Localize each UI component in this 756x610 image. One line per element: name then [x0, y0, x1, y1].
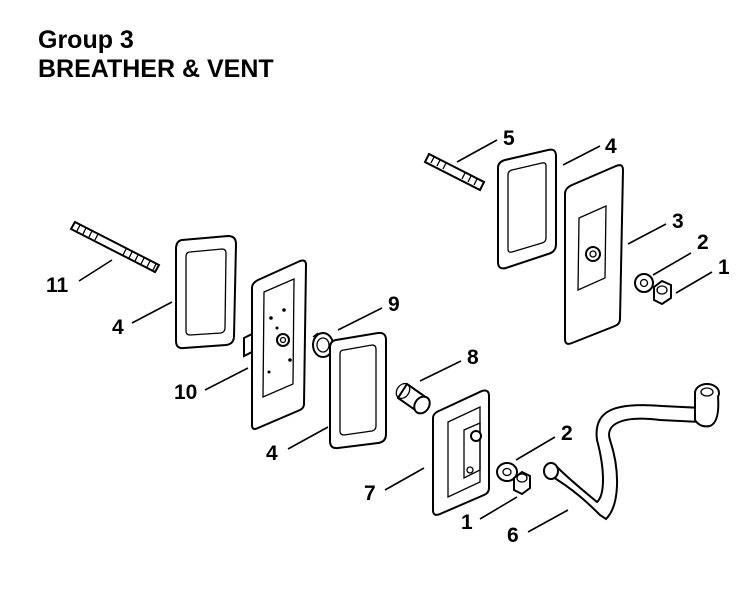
diagram-header: Group 3 BREATHER & VENT — [38, 26, 274, 84]
stud-5 — [423, 152, 486, 192]
callout-4-center: 4 — [266, 442, 278, 465]
vent-hose-6 — [543, 383, 720, 521]
leader-11 — [78, 259, 113, 282]
cover-3 — [564, 164, 625, 345]
gasket-4-right-upper — [497, 148, 557, 270]
leader-5 — [456, 139, 498, 163]
leader-4-center — [287, 426, 329, 450]
callout-2-lower: 2 — [561, 422, 573, 445]
callout-9: 9 — [388, 293, 400, 316]
callout-2-upper: 2 — [697, 231, 709, 254]
callout-1-lower: 1 — [461, 511, 473, 534]
leader-2-lower — [515, 436, 556, 461]
washer-2-lower — [496, 462, 518, 482]
callout-4-right: 4 — [605, 135, 617, 158]
callout-4-left: 4 — [112, 316, 124, 339]
cover-plate-10 — [243, 259, 308, 430]
nut-1-upper — [653, 279, 672, 306]
leader-9 — [337, 307, 383, 331]
reed-valve-9 — [312, 332, 334, 358]
callout-7: 7 — [364, 482, 376, 505]
callout-5: 5 — [503, 127, 515, 150]
leader-10 — [204, 367, 249, 391]
leader-6 — [527, 509, 569, 533]
callout-10: 10 — [174, 381, 197, 404]
diagram-title: BREATHER & VENT — [38, 55, 274, 83]
leader-1-upper — [675, 271, 713, 294]
callout-11: 11 — [46, 274, 69, 297]
nut-1-lower — [513, 470, 531, 496]
leader-2-upper — [652, 252, 692, 276]
leader-8 — [419, 360, 462, 382]
leader-4-right — [562, 145, 601, 166]
callout-1-upper: 1 — [718, 256, 730, 279]
stud-11 — [69, 220, 161, 274]
leader-7 — [384, 467, 425, 491]
callout-8: 8 — [467, 346, 479, 369]
tube-8 — [395, 382, 431, 415]
leader-1-lower — [479, 496, 518, 520]
leader-3 — [627, 223, 667, 245]
washer-2-upper — [634, 273, 654, 293]
breather-body-7 — [432, 389, 490, 516]
gasket-4-left-upper — [175, 234, 238, 350]
gasket-4-center-lower — [329, 331, 387, 450]
callout-6: 6 — [507, 524, 519, 547]
callout-3: 3 — [672, 210, 684, 233]
leader-4-left — [131, 301, 173, 324]
group-label: Group 3 — [38, 26, 134, 54]
